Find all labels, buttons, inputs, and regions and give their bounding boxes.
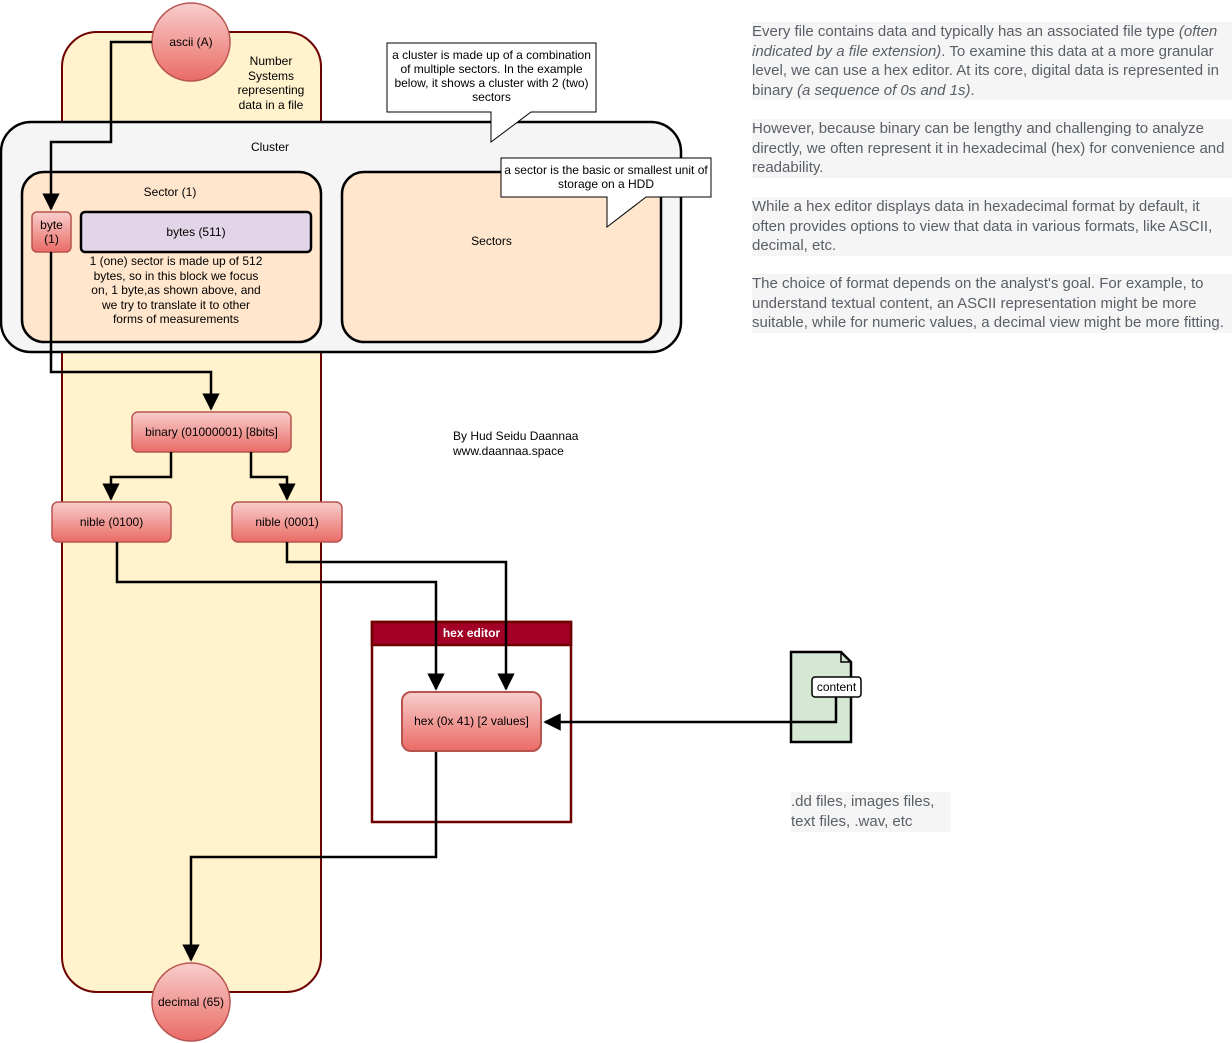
sector-callout-text: a sector is the basic or smallest unit o… (504, 163, 708, 191)
hex-editor-title: hex editor (442, 626, 501, 641)
edge-byte-binary (49, 252, 220, 411)
edge-nible-left-hex (115, 542, 445, 691)
p1-part-a: Every file contains data and typically h… (752, 23, 1179, 40)
p1-part-c: . To examine this data at a more granula… (752, 42, 1219, 99)
cluster-callout-shape (386, 42, 597, 143)
author-name: By Hud Seidu Daannaa (453, 429, 579, 443)
paragraph-hex: However, because binary can be lengthy a… (752, 119, 1232, 178)
edge-binary-nible-left (102, 452, 173, 501)
edge-hex-decimal (182, 752, 438, 962)
hex-node[interactable] (401, 691, 542, 752)
decimal-node[interactable] (151, 962, 231, 1042)
number-systems-label: Number Systems representing data in a fi… (237, 54, 305, 112)
p1-part-d: (a sequence of 0s and 1s) (797, 81, 971, 99)
hex-editor-header (370, 620, 573, 647)
paragraph-intro: Every file contains data and typically h… (752, 22, 1232, 100)
nible-left-node[interactable] (51, 501, 172, 543)
edge-binary-nible-right (249, 452, 296, 501)
document-fold (840, 652, 851, 663)
edge-content-hex (543, 697, 838, 731)
edge-ascii-byte (42, 40, 152, 211)
paragraph-formats: While a hex editor displays data in hexa… (752, 197, 1232, 256)
cluster-callout-text: a cluster is made up of a combination of… (392, 48, 591, 104)
author-site: www.daannaa.space (453, 443, 564, 458)
cluster-label: Cluster (250, 139, 289, 154)
sector-note: 1 (one) sector is made up of 512 bytes, … (89, 254, 263, 326)
p1-part-b: (often indicated by a file extension) (752, 23, 1218, 60)
byte-label: byte (1) (40, 218, 63, 246)
file-types-text: .dd files, images files, text files, .wa… (791, 792, 951, 832)
binary-node[interactable] (131, 411, 292, 453)
ascii-label: ascii (A) (169, 34, 213, 49)
bytes-label: bytes (511) (166, 224, 226, 239)
sectors-label: Sectors (471, 233, 512, 248)
decimal-label: decimal (65) (157, 994, 225, 1009)
sector-label: Sector (1) (143, 184, 197, 199)
binary-label: binary (01000001) [8bits] (145, 424, 278, 439)
hex-label: hex (0x 41) [2 values] (414, 714, 529, 729)
content-label: content (816, 679, 857, 694)
p1-part-e: . (970, 81, 975, 99)
content-label-box (811, 676, 862, 698)
sector-callout-shape (500, 157, 712, 229)
bytes-node[interactable] (79, 210, 313, 254)
paragraph-choice: The choice of format depends on the anal… (752, 274, 1232, 333)
nible-left-label: nible (0100) (79, 514, 144, 529)
edge-nible-right-hex (285, 542, 515, 691)
author-credit: By Hud Seidu Daannaa www.daannaa.space (453, 429, 653, 458)
nible-right-label: nible (0001) (255, 514, 319, 529)
